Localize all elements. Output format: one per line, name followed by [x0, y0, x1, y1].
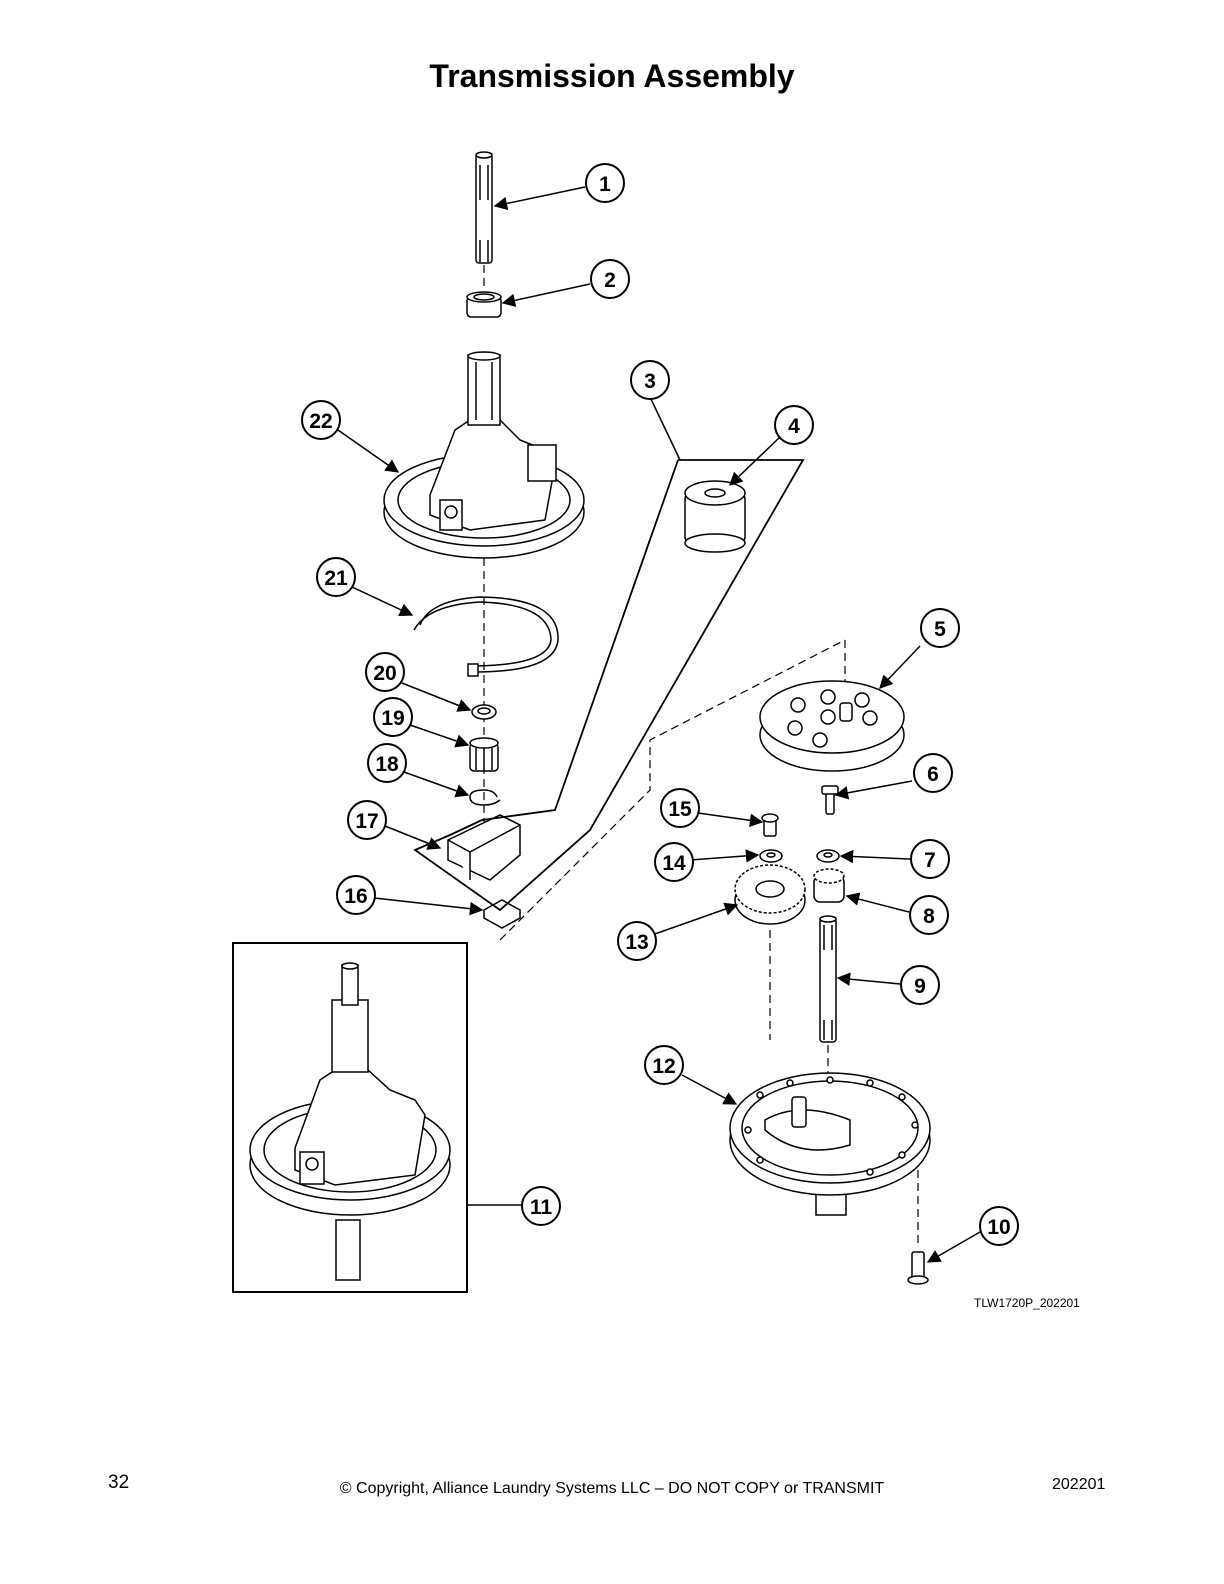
- svg-text:21: 21: [324, 567, 348, 590]
- callout-16: 16: [336, 875, 376, 915]
- part-6-pin: [821, 785, 839, 815]
- callout-6: 6: [913, 753, 953, 793]
- callout-11: 11: [521, 1186, 561, 1226]
- svg-text:16: 16: [344, 885, 367, 908]
- svg-text:11: 11: [530, 1196, 553, 1219]
- callout-14: 14: [654, 842, 694, 882]
- svg-text:1: 1: [599, 173, 611, 196]
- svg-text:19: 19: [381, 707, 404, 730]
- part-2-bearing: [466, 291, 502, 318]
- svg-text:17: 17: [355, 810, 378, 833]
- callout-2: 2: [590, 259, 630, 299]
- svg-text:9: 9: [914, 975, 926, 998]
- svg-text:20: 20: [373, 662, 396, 685]
- part-8-gear: [813, 868, 845, 903]
- leader-line-3: [649, 396, 681, 461]
- callout-20: 20: [365, 652, 405, 692]
- part-14-washer: [759, 849, 783, 863]
- svg-text:3: 3: [644, 370, 656, 393]
- part-5-pulley: [759, 680, 905, 772]
- svg-text:14: 14: [662, 852, 686, 875]
- svg-text:22: 22: [309, 410, 332, 433]
- part-19-pinion-gear: [469, 737, 499, 772]
- part-4-cylinder: [684, 480, 746, 553]
- part-10-bolt: [907, 1251, 929, 1285]
- svg-text:6: 6: [927, 763, 939, 786]
- callout-1: 1: [585, 163, 625, 203]
- svg-text:12: 12: [652, 1055, 675, 1078]
- callout-7: 7: [910, 839, 950, 879]
- callout-22: 22: [301, 400, 341, 440]
- callout-8: 8: [909, 895, 949, 935]
- part-17-shifter: [447, 814, 521, 881]
- part-12-cover-plate: [729, 1072, 931, 1216]
- revision-code: 202201: [1052, 1476, 1106, 1493]
- svg-text:13: 13: [625, 931, 648, 954]
- page-number: 32: [108, 1472, 130, 1493]
- leader-arrows: [337, 186, 981, 1263]
- svg-text:10: 10: [987, 1216, 1010, 1239]
- part-7-washer: [816, 849, 840, 863]
- part-9-shaft: [819, 915, 837, 1043]
- svg-text:7: 7: [924, 849, 936, 872]
- callout-4: 4: [774, 405, 814, 445]
- part-11-assembly-inset: [232, 942, 468, 1293]
- svg-text:15: 15: [668, 798, 692, 821]
- callout-19: 19: [373, 697, 413, 737]
- svg-text:2: 2: [604, 269, 616, 292]
- svg-text:4: 4: [788, 415, 800, 438]
- callout-21: 21: [316, 557, 356, 597]
- part-13-drive-gear: [734, 864, 806, 925]
- svg-text:8: 8: [923, 905, 935, 928]
- callout-3: 3: [630, 360, 670, 400]
- page-title: Transmission Assembly: [429, 58, 795, 94]
- drawing-id: TLW1720P_202201: [974, 1296, 1080, 1310]
- part-1-shaft: [475, 151, 493, 264]
- svg-text:18: 18: [375, 753, 399, 776]
- part-18-snap-ring: [469, 789, 501, 806]
- part-22-transmission-housing: [383, 351, 585, 559]
- callout-12: 12: [644, 1045, 684, 1085]
- svg-text:5: 5: [934, 618, 946, 641]
- part-15-screw: [761, 813, 779, 837]
- copyright-notice: © Copyright, Alliance Laundry Systems LL…: [339, 1480, 885, 1497]
- callout-10: 10: [979, 1206, 1019, 1246]
- callout-13: 13: [617, 921, 657, 961]
- callout-5: 5: [920, 608, 960, 648]
- callout-15: 15: [660, 788, 700, 828]
- assembly-axis-lines: [483, 265, 919, 1245]
- callout-17: 17: [347, 800, 387, 840]
- part-20-washer: [471, 704, 497, 720]
- callout-18: 18: [367, 743, 407, 783]
- part-16-clip: [482, 899, 522, 929]
- part-3-kit-outline: [413, 459, 805, 912]
- callout-9: 9: [900, 965, 940, 1005]
- part-21-brake-band: [413, 596, 559, 677]
